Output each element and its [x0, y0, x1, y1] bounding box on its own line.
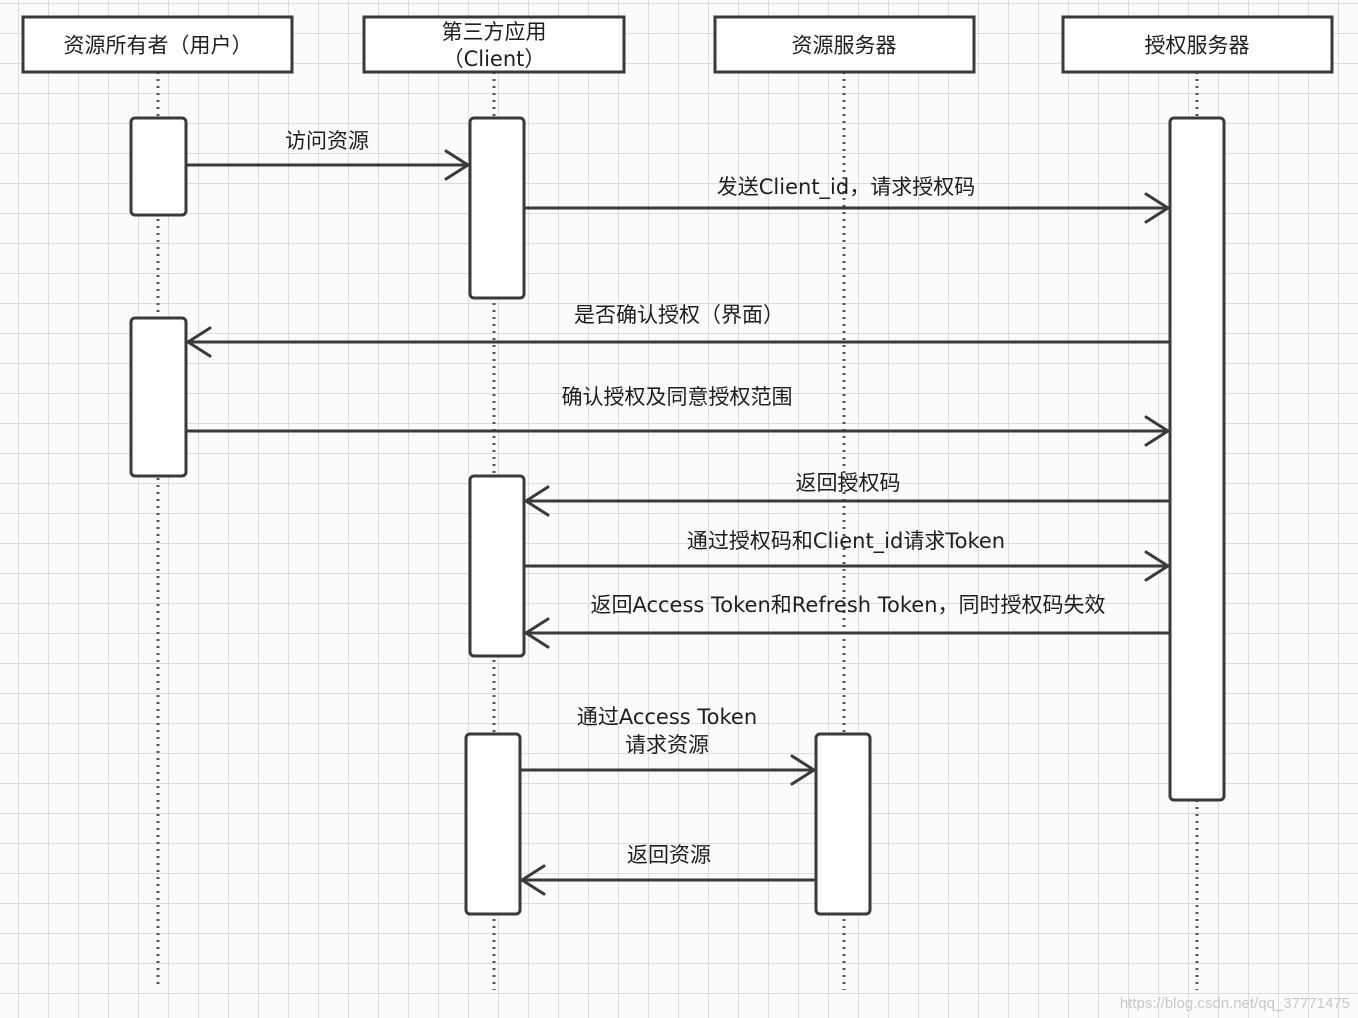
activation-bar-resource: [814, 732, 872, 916]
activation-bar-owner: [129, 116, 188, 217]
activation-bar-owner: [129, 316, 188, 478]
arrowhead-icon: [1144, 192, 1170, 224]
arrowhead-icon: [1144, 550, 1170, 582]
participant-box-auth: [1061, 15, 1334, 74]
activation-bar-client: [468, 474, 526, 658]
message-label-8: 请求资源: [625, 733, 709, 757]
message-label-8: 通过Access Token: [577, 705, 757, 729]
arrowhead-icon: [444, 149, 470, 181]
participant-box-resource: [713, 15, 976, 74]
message-label-4: 确认授权及同意授权范围: [562, 385, 793, 409]
activation-bar-client: [468, 116, 526, 300]
message-label-9: 返回资源: [627, 843, 711, 867]
watermark: https://blog.csdn.net/qq_37771475: [1119, 995, 1350, 1012]
message-label-2: 发送Client_id，请求授权码: [717, 175, 975, 200]
participant-box-client: [362, 15, 626, 74]
participant-label-client: （Client）: [443, 47, 546, 71]
activation-bar-auth: [1168, 116, 1226, 802]
arrowhead-icon: [1144, 415, 1170, 447]
arrowhead-icon: [186, 326, 212, 358]
arrowhead-icon: [790, 754, 816, 786]
activation-bar-client: [464, 732, 522, 916]
message-label-3: 是否确认授权（界面）: [574, 303, 784, 327]
participant-label-auth: 授权服务器: [1145, 34, 1250, 58]
arrowhead-icon: [520, 864, 546, 896]
participant-label-owner: 资源所有者（用户）: [64, 34, 253, 58]
arrowhead-icon: [524, 617, 550, 649]
message-label-6: 通过授权码和Client_id请求Token: [687, 529, 1005, 554]
participant-label-resource: 资源服务器: [792, 34, 897, 58]
participant-box-owner: [21, 15, 294, 74]
message-label-7: 返回Access Token和Refresh Token，同时授权码失效: [590, 593, 1105, 617]
participant-label-client: 第三方应用: [442, 20, 547, 44]
message-label-1: 访问资源: [285, 129, 369, 153]
message-label-5: 返回授权码: [796, 471, 901, 495]
arrowhead-icon: [524, 485, 550, 517]
